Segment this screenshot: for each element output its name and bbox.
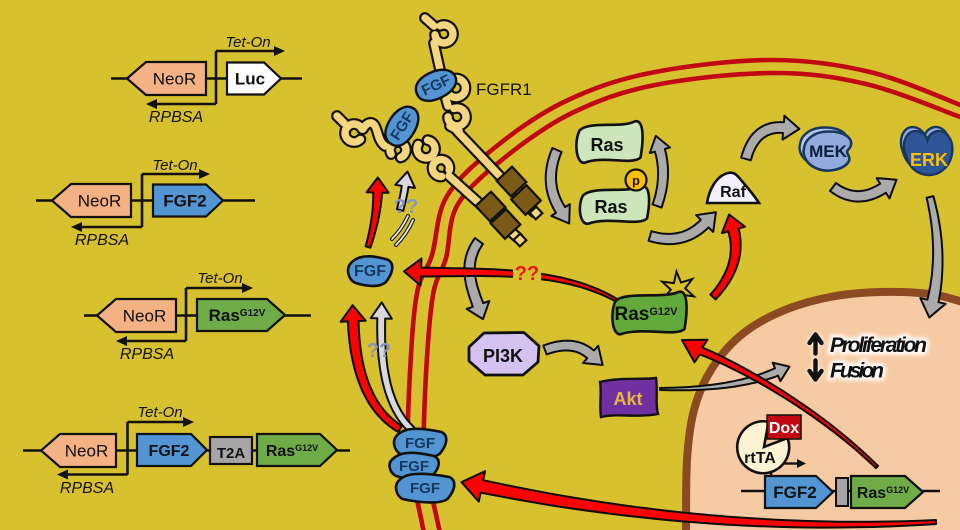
svg-text:Tet-On: Tet-On bbox=[225, 34, 270, 51]
svg-text:Luc: Luc bbox=[235, 70, 265, 89]
svg-text:FGF2: FGF2 bbox=[163, 192, 206, 211]
svg-text:Fusion: Fusion bbox=[830, 360, 884, 383]
svg-text:Tet-On: Tet-On bbox=[197, 270, 242, 287]
svg-text:FGF: FGF bbox=[405, 435, 435, 452]
svg-text:ERK: ERK bbox=[910, 150, 948, 170]
svg-text:T2A: T2A bbox=[217, 445, 246, 462]
svg-text:Proliferation: Proliferation bbox=[830, 334, 927, 357]
svg-text:FGF2: FGF2 bbox=[773, 483, 816, 502]
svg-text:Ras: Ras bbox=[594, 197, 627, 217]
svg-text:Raf: Raf bbox=[720, 184, 746, 201]
svg-text:RPBSA: RPBSA bbox=[149, 109, 203, 126]
svg-text:Fusion: Fusion bbox=[830, 360, 884, 383]
svg-text:FGF2: FGF2 bbox=[149, 443, 190, 460]
svg-text:??: ?? bbox=[394, 196, 418, 218]
svg-text:MEK: MEK bbox=[809, 142, 848, 161]
svg-text:PI3K: PI3K bbox=[483, 346, 523, 366]
svg-text:RPBSA: RPBSA bbox=[75, 232, 129, 249]
svg-text:Dox: Dox bbox=[769, 420, 799, 437]
svg-text:RPBSA: RPBSA bbox=[60, 480, 114, 497]
svg-text:??: ?? bbox=[367, 340, 391, 362]
svg-text:FGF: FGF bbox=[399, 458, 429, 475]
svg-text:??: ?? bbox=[515, 263, 539, 285]
svg-text:NeoR: NeoR bbox=[78, 192, 121, 211]
svg-text:NeoR: NeoR bbox=[65, 442, 108, 461]
svg-text:NeoR: NeoR bbox=[123, 307, 166, 326]
svg-text:rtTA: rtTA bbox=[744, 450, 776, 467]
svg-text:RPBSA: RPBSA bbox=[120, 346, 174, 363]
svg-text:Tet-On: Tet-On bbox=[137, 404, 182, 421]
svg-text:p: p bbox=[632, 173, 640, 188]
svg-text:Akt: Akt bbox=[613, 389, 642, 409]
svg-text:Tet-On: Tet-On bbox=[152, 157, 197, 174]
svg-text:FGFR1: FGFR1 bbox=[476, 80, 532, 99]
svg-text:Proliferation: Proliferation bbox=[830, 334, 927, 357]
svg-text:FGF: FGF bbox=[354, 263, 386, 280]
svg-text:FGF: FGF bbox=[410, 480, 440, 497]
svg-text:NeoR: NeoR bbox=[153, 70, 196, 89]
svg-text:Ras: Ras bbox=[590, 135, 623, 155]
